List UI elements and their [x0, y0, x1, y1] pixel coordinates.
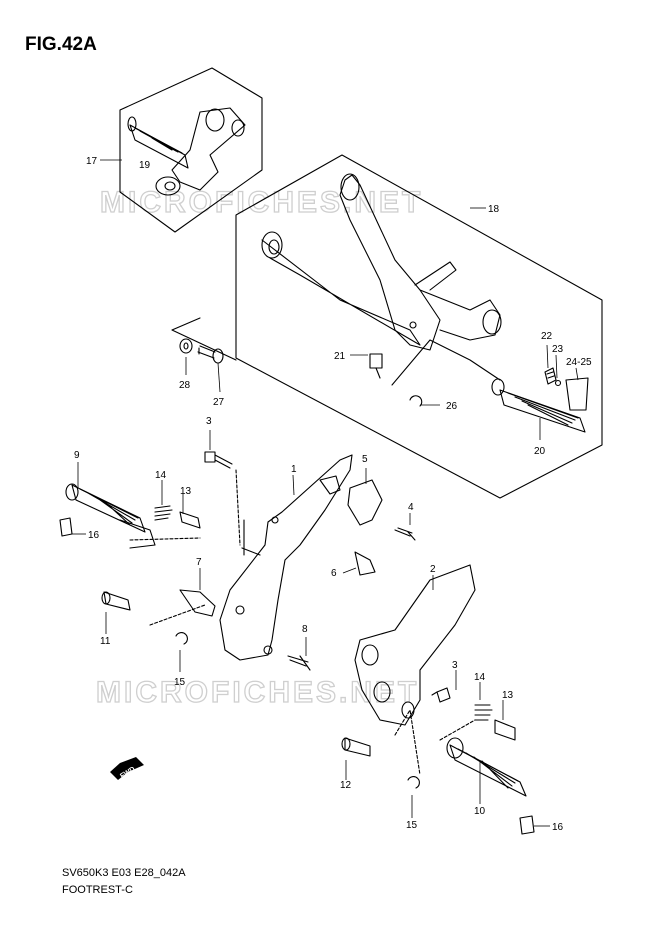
part-20-footpeg	[491, 378, 586, 433]
callout-21: 21	[334, 351, 346, 362]
part-3-bolt-bottom	[431, 687, 451, 703]
callout-14-bottom: 14	[474, 672, 486, 683]
callout-17: 17	[86, 156, 98, 167]
guide-lines	[129, 469, 476, 776]
part-14-spring-bottom	[474, 704, 493, 721]
part-4-bolt	[394, 527, 416, 541]
part-3-bolt-top	[204, 451, 233, 469]
callout-20: 20	[534, 446, 546, 457]
callout-3-bottom: 3	[452, 660, 458, 671]
callout-12: 12	[340, 780, 352, 791]
part-27-bolt	[197, 345, 224, 364]
callout-13-bottom: 13	[502, 690, 514, 701]
part-15-clip-top	[175, 632, 188, 645]
part-21-pin	[369, 353, 383, 379]
assembly-box-17	[119, 67, 263, 233]
part-23-ball	[554, 379, 562, 387]
callout-6: 6	[331, 568, 337, 579]
part-10-footpeg	[446, 737, 527, 797]
callout-28: 28	[179, 380, 191, 391]
part-16-cap-bottom	[519, 815, 535, 835]
part-8-bolt	[287, 655, 311, 671]
callout-15-top: 15	[174, 677, 186, 688]
part-19-footpeg	[127, 116, 189, 169]
part-17-bracket	[155, 107, 246, 196]
diagram-caption: FOOTREST-C	[62, 884, 133, 896]
fwd-arrow-icon: FWD	[110, 757, 144, 780]
part-11-pin	[103, 591, 131, 611]
callout-16-top: 16	[88, 530, 100, 541]
callout-24-25: 24-25	[566, 357, 592, 368]
callout-23: 23	[552, 344, 564, 355]
callout-5: 5	[362, 454, 368, 465]
part-12-pin	[344, 737, 371, 757]
part-18-bracket	[261, 173, 502, 351]
callout-9: 9	[74, 450, 80, 461]
part-6-bolt	[354, 551, 376, 576]
callout-labels: 17 19 18 21 22 23 24-25 26 20 28 27 3 1 …	[74, 156, 592, 833]
callout-2: 2	[430, 564, 436, 575]
part-2-bracket	[354, 564, 476, 726]
callout-26: 26	[446, 401, 458, 412]
part-13-sleeve-bottom	[494, 719, 516, 741]
callout-3-top: 3	[206, 416, 212, 427]
callout-15-bottom: 15	[406, 820, 418, 831]
part-22-spring	[544, 367, 557, 385]
assembly-box-18	[235, 154, 603, 499]
callout-16-bottom: 16	[552, 822, 564, 833]
callout-11: 11	[100, 636, 111, 647]
callout-1: 1	[291, 464, 297, 475]
callout-7: 7	[196, 557, 202, 568]
figure-title: FIG.42A	[25, 34, 97, 55]
part-15-clip-bottom	[407, 776, 420, 789]
callout-14-top: 14	[155, 470, 167, 481]
part-26-clip	[409, 395, 423, 407]
part-16-cap-top	[59, 517, 73, 537]
part-13-sleeve-top	[179, 511, 201, 529]
watermark-top: MICROFICHES.NET	[100, 186, 423, 219]
part-28-washer	[179, 338, 193, 354]
callout-13-top: 13	[180, 486, 192, 497]
callout-22: 22	[541, 331, 553, 342]
callout-27: 27	[213, 397, 225, 408]
callout-19: 19	[139, 160, 151, 171]
part-7-pivot	[179, 589, 216, 617]
part-14-spring-top	[154, 505, 173, 521]
callout-18: 18	[488, 204, 500, 215]
diagram-code: SV650K3 E03 E28_042A	[62, 867, 186, 879]
callout-8: 8	[302, 624, 308, 635]
part-5-holder	[347, 479, 383, 526]
callout-10: 10	[474, 806, 486, 817]
part-24-25-plate	[565, 377, 589, 411]
part-1-bracket	[219, 454, 353, 661]
part-9-footpeg	[65, 483, 156, 549]
callout-4: 4	[408, 502, 414, 513]
